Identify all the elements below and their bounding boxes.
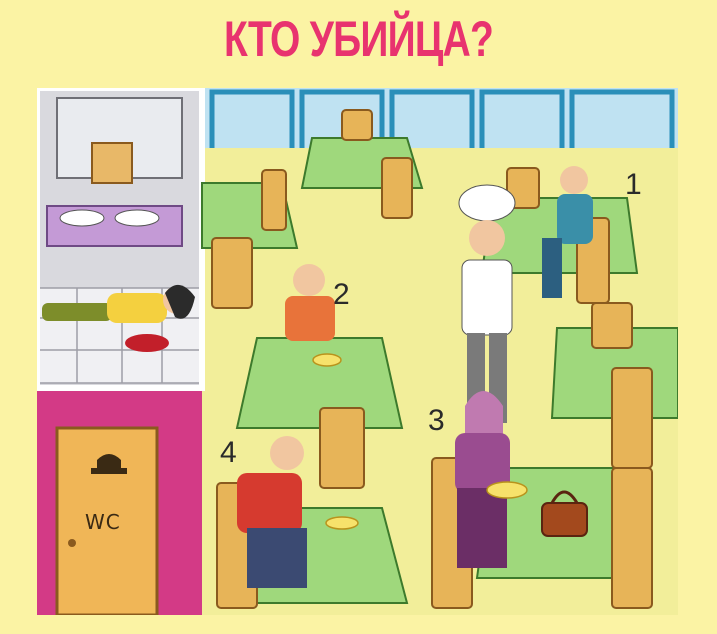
suspect-label-3: 3	[428, 404, 445, 437]
suspect-3	[455, 391, 510, 568]
suspect-4	[237, 436, 307, 588]
suspect-label-1: 1	[625, 168, 642, 201]
washroom-door-small	[91, 142, 133, 184]
wc-sign: WC	[85, 510, 121, 534]
chairs	[211, 109, 653, 609]
waiter	[458, 184, 516, 423]
plates	[312, 353, 528, 530]
handbag-icon	[541, 490, 588, 537]
suspect-label-4: 4	[220, 436, 237, 469]
suspect-1	[542, 166, 593, 298]
wc-silhouette-icon	[91, 454, 127, 474]
suspect-2	[285, 264, 335, 341]
victim	[42, 284, 195, 352]
restaurant-illustration: 1 2 3 4 WC	[37, 88, 678, 615]
suspect-label-2: 2	[333, 278, 350, 311]
back-wall	[202, 88, 678, 158]
scene-drawing	[37, 88, 678, 615]
page-title: КТО УБИЙЦА?	[223, 11, 494, 67]
